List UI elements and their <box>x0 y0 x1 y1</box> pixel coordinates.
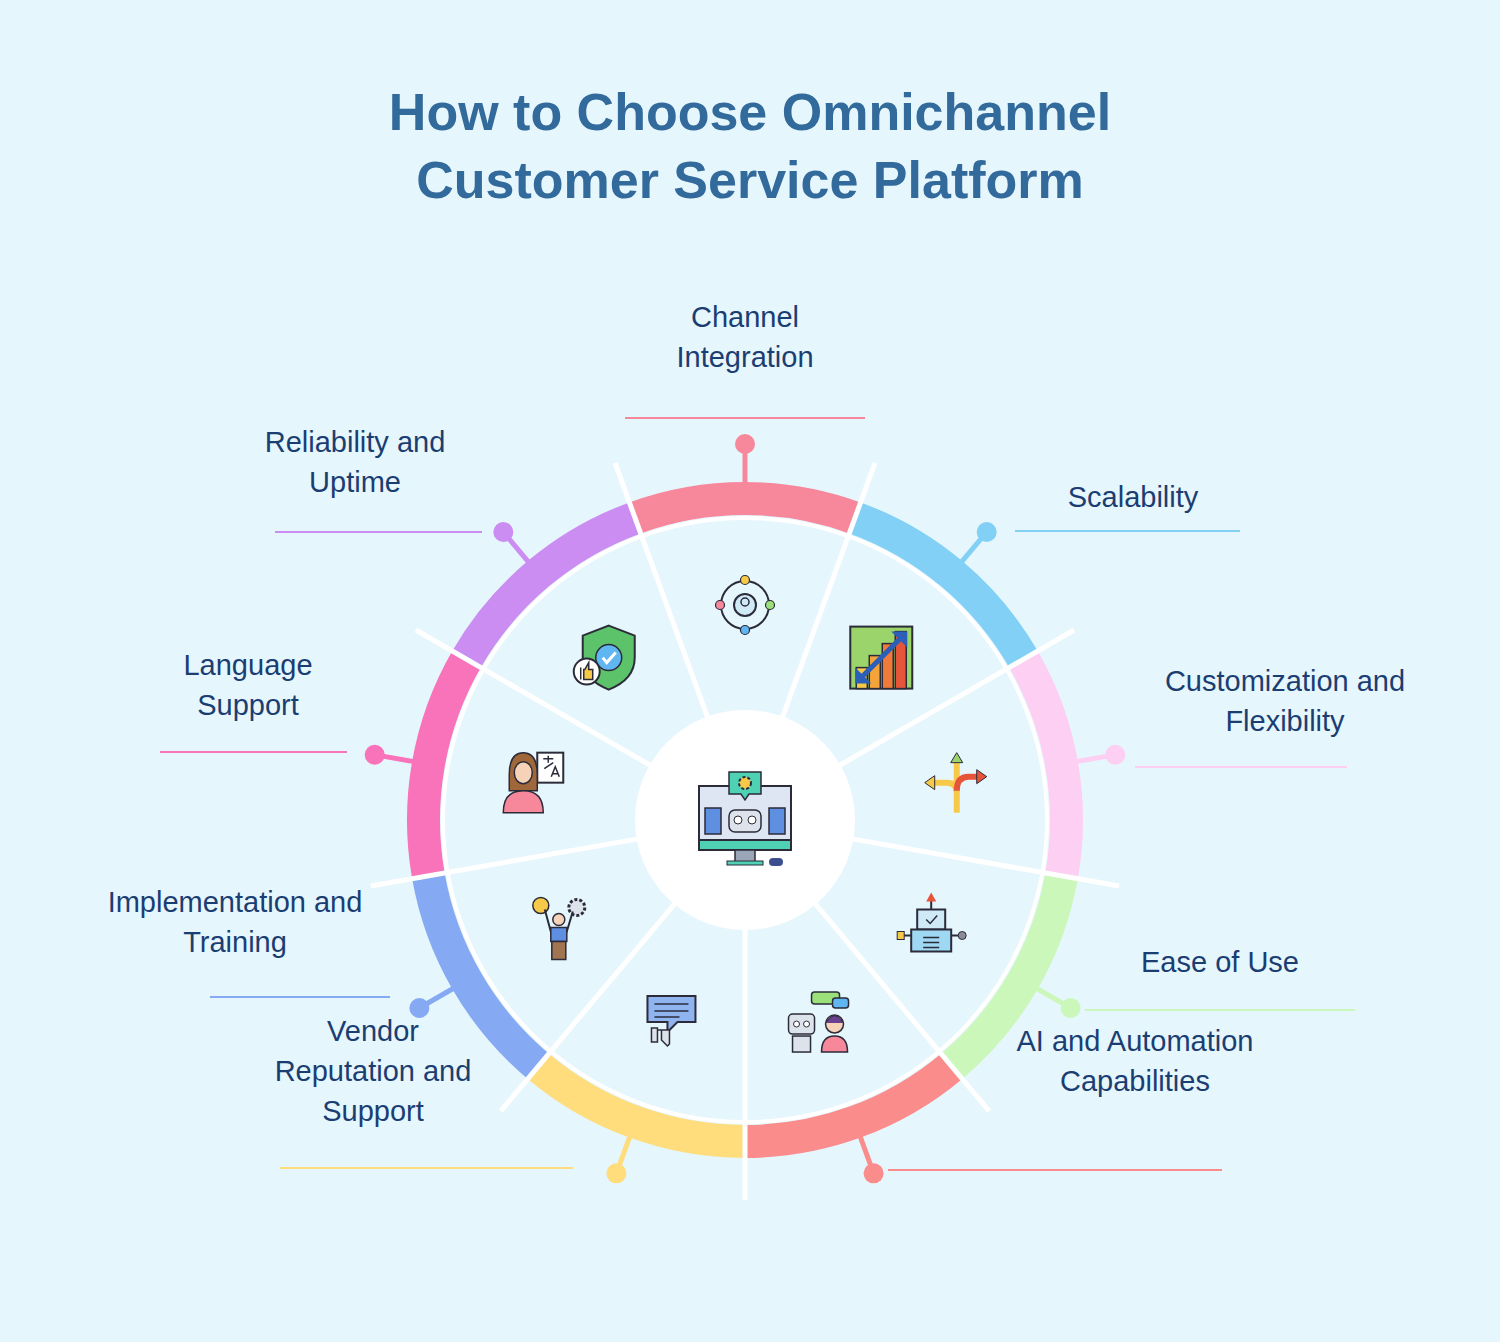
title: How to Choose Omnichannel Customer Servi… <box>300 78 1200 214</box>
leader-line <box>1085 1009 1355 1011</box>
ring-segment <box>528 1054 745 1158</box>
criterion-label: Scalability <box>983 477 1283 517</box>
knob-dot <box>864 1163 884 1183</box>
ring-segment <box>629 482 860 533</box>
knob-dot <box>735 434 755 454</box>
criterion-label: Implementation and Training <box>63 882 408 962</box>
criterion-label: Channel Integration <box>625 297 865 377</box>
knob-stem <box>1036 988 1064 1004</box>
knob-stem <box>508 538 529 563</box>
title-block: How to Choose Omnichannel Customer Servi… <box>0 78 1500 214</box>
knob-stem <box>383 756 415 762</box>
leader-line <box>1135 766 1347 768</box>
criterion-label: Ease of Use <box>1070 942 1370 982</box>
segment-icon <box>897 893 966 952</box>
spoke <box>809 897 989 1111</box>
ring-segment <box>412 873 549 1079</box>
knob-dot <box>606 1163 626 1183</box>
leader-line <box>160 751 347 753</box>
segment-icon <box>533 898 585 960</box>
knob-dot <box>493 522 513 542</box>
segment-icon <box>716 576 775 635</box>
spoke <box>743 920 748 1200</box>
criterion-label: AI and Automation Capabilities <box>975 1021 1295 1101</box>
knob-dot <box>977 522 997 542</box>
segment-icon <box>925 753 987 813</box>
segment-icon <box>647 996 695 1046</box>
criterion-label: Customization and Flexibility <box>1120 661 1450 741</box>
leader-line <box>888 1169 1222 1171</box>
segment-icon <box>850 627 912 689</box>
knob-dot <box>1105 745 1125 765</box>
center-circle <box>635 710 855 930</box>
criterion-label: Language Support <box>161 645 336 725</box>
leader-line <box>280 1167 573 1169</box>
segment-icon <box>789 992 849 1052</box>
spoke <box>843 837 1119 886</box>
knob-stem <box>961 538 982 563</box>
segment-icon <box>574 626 635 690</box>
wheel <box>160 418 1355 1200</box>
criterion-label: Reliability and Uptime <box>233 422 478 502</box>
criterion-label: Vendor Reputation and Support <box>261 1011 486 1131</box>
knob-stem <box>426 988 454 1004</box>
leader-line <box>625 417 865 419</box>
knob-stem <box>619 1136 630 1166</box>
spoke <box>779 463 875 726</box>
knob-stem <box>743 452 748 484</box>
knob-stem <box>860 1136 871 1166</box>
knob-dot <box>1061 998 1081 1018</box>
center-icon <box>699 772 791 866</box>
knob-stem <box>1076 756 1108 762</box>
segment-icon <box>503 753 563 813</box>
ring-segment <box>745 1054 962 1158</box>
spoke <box>371 837 647 886</box>
leader-line <box>275 531 482 533</box>
knob-dot <box>365 745 385 765</box>
leader-line <box>210 996 390 998</box>
spoke <box>615 463 711 726</box>
leader-line <box>1015 530 1240 532</box>
